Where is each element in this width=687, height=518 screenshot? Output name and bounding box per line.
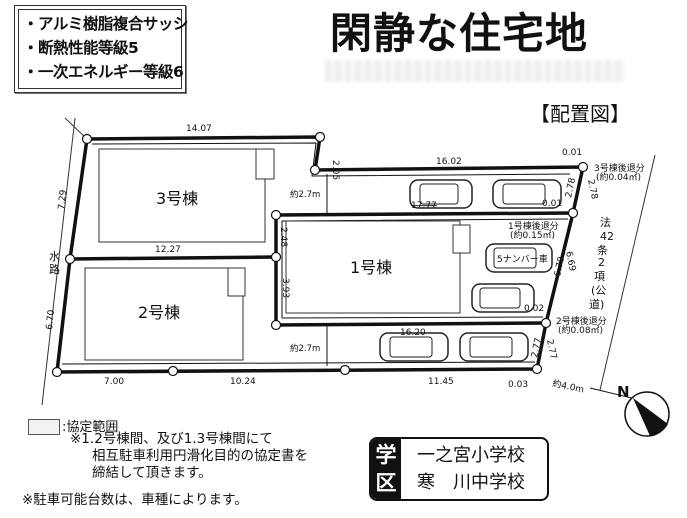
car	[485, 243, 553, 273]
dim-road-width: 約4.0m	[551, 377, 585, 395]
road-east-label: 法 42 条 2 項 (公 道)	[589, 215, 614, 311]
house-1-porch	[452, 224, 471, 254]
svg-text:道): 道)	[589, 297, 604, 311]
svg-text:水: 水	[49, 250, 60, 263]
svg-text:項: 項	[594, 270, 605, 283]
dim-top-lot3: 14.07	[186, 124, 212, 134]
parking-note: ※駐車可能台数は、車種によります。	[22, 492, 248, 508]
dim-lot2-strip: 16.20	[400, 328, 426, 338]
setback-lot1-area: (約0.15㎡)	[510, 229, 555, 241]
page-title: 閑静な住宅地	[330, 9, 589, 58]
house-2-porch	[227, 267, 246, 297]
dim-bottom-b: 10.24	[230, 377, 256, 387]
plan-title: 【配置図】	[530, 102, 630, 126]
setback-lot3-area: (約0.04㎡)	[596, 171, 641, 183]
waterway-edge	[41, 117, 76, 406]
legend-label: :協定範囲	[62, 420, 119, 435]
house-1-footprint	[285, 220, 461, 314]
feature-sash: ・アルミ樹脂複合サッシ	[23, 15, 188, 33]
svg-text:(公: (公	[591, 284, 606, 297]
legend-note-2: 相互駐車利用円滑化目的の協定書を	[92, 448, 308, 464]
elementary-school: 一之宮小学校	[417, 445, 525, 466]
setback-lot3-label: 3号棟後退分	[594, 162, 645, 174]
building-2-label: 2号棟	[138, 303, 180, 322]
car-size-label: 5ナンバー車	[497, 253, 548, 265]
dim-lot1-top: 17.77	[411, 201, 437, 211]
dim-corner-ne: 0.01	[562, 148, 582, 158]
house-3-porch	[255, 148, 275, 180]
setback-lot2-label: 2号棟後退分	[556, 315, 607, 327]
school-district-box: 学 区 一之宮小学校 寒 川中学校	[369, 437, 549, 501]
setback-lot1-label: 1号棟後退分	[508, 220, 559, 232]
dim-west-upper: 7.29	[57, 189, 69, 210]
dim-lot1-west-a: 2.48	[278, 227, 288, 247]
car	[409, 179, 473, 209]
svg-text:法: 法	[600, 215, 611, 229]
feature-energy: ・一次エネルギー等級6	[23, 63, 184, 81]
feature-insulation: ・断熱性能等級5	[23, 39, 139, 57]
dim-lot1-east-b: 6.69	[563, 251, 577, 273]
dim-lot2-east-a: 2.77	[530, 337, 544, 359]
dim-bottom-a: 7.00	[104, 377, 124, 387]
boundary-markers	[51, 131, 589, 378]
car	[379, 332, 449, 362]
dim-lot3-east-a: 2.78	[564, 177, 578, 199]
dim-lot1-east-a: 6.70	[553, 256, 567, 278]
dim-west-lower: 6.70	[45, 309, 57, 330]
north-compass-icon: N	[617, 383, 670, 437]
svg-text:N: N	[617, 383, 630, 401]
junior-high-school: 寒 川中学校	[417, 472, 525, 493]
dim-lot3-step: 2.05	[330, 160, 340, 180]
dim-bottom-c: 11.45	[428, 377, 454, 387]
setback-lot2-area: (約0.08㎡)	[558, 324, 603, 336]
faded-subtitle-artifact	[325, 60, 625, 82]
dim-lot3-strip: 16.02	[436, 157, 462, 167]
house-2-footprint	[84, 267, 244, 361]
car	[459, 332, 529, 362]
school-district-label: 学 区	[371, 439, 401, 499]
dim-lot1-se: 0.02	[524, 304, 544, 314]
svg-text:2: 2	[598, 256, 605, 269]
legend-note-3: 締結して頂きます。	[92, 465, 212, 481]
dim-lot3-east-b: 2.78	[585, 179, 599, 201]
dim-lot1-ne: 0.01	[542, 199, 562, 209]
features-box: ・アルミ樹脂複合サッシ ・断熱性能等級5 ・一次エネルギー等級6	[14, 5, 188, 93]
road-edge	[599, 154, 656, 391]
car	[492, 179, 562, 209]
dim-passage-top: 約2.7m	[290, 189, 320, 200]
house-3-footprint	[98, 148, 266, 243]
svg-text:路: 路	[49, 263, 60, 276]
agreement-area-swatch	[28, 419, 60, 435]
building-3-label: 3号棟	[156, 189, 198, 208]
svg-text:条: 条	[597, 243, 608, 257]
dim-lot1-west-b: 3.93	[280, 278, 290, 298]
building-1-label: 1号棟	[350, 258, 392, 277]
dim-passage-bottom: 約2.7m	[290, 343, 320, 354]
car	[471, 283, 535, 313]
dim-lot2-east-b: 2.77	[544, 339, 558, 361]
waterway-label: 水 路	[49, 250, 60, 276]
svg-text:42: 42	[600, 230, 614, 243]
dim-corner-se: 0.03	[508, 380, 528, 390]
dim-middle: 12.27	[155, 245, 181, 255]
legend-note-1: ※1.2号棟間、及び1.3号棟間にて	[70, 431, 273, 447]
